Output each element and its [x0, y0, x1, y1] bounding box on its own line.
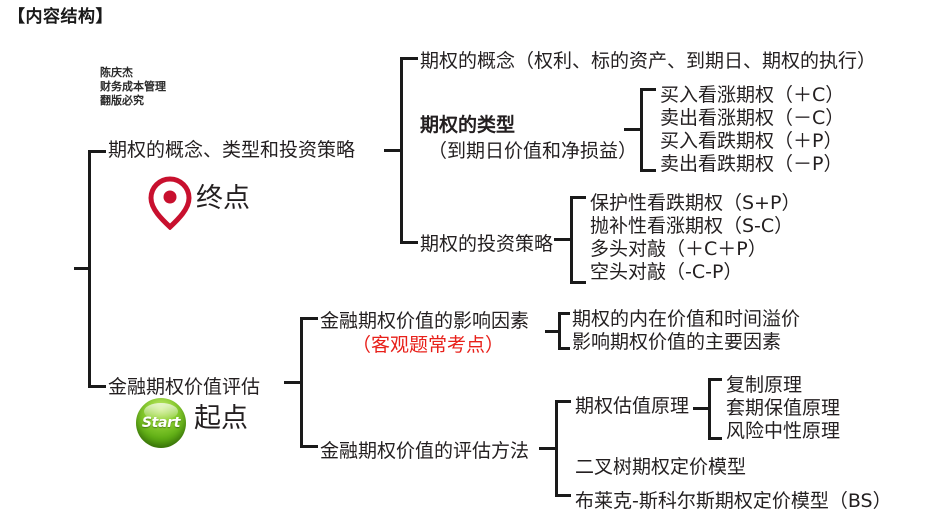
- option-types-bracket: [640, 88, 656, 172]
- list-item-valuation-method-2: 二叉树期权定价模型: [575, 456, 747, 478]
- valuation-methods-bracket-stub: [539, 447, 557, 450]
- valuation-methods-bracket: [555, 400, 571, 497]
- value-factors-bracket-stub: [545, 330, 560, 333]
- list-item-strategy-4: 空头对敲（-C-P）: [590, 261, 743, 283]
- root-bracket: [88, 150, 106, 388]
- list-item-strategy-2: 抛补性看涨期权（S-C）: [590, 215, 794, 237]
- option-strategies-bracket-stub: [554, 238, 572, 241]
- branch2-children-bracket-stub: [284, 381, 302, 384]
- node-option-types-sublabel: （到期日价值和净损益）: [428, 140, 638, 162]
- list-item-option-type-4: 卖出看跌期权（－P）: [660, 153, 843, 175]
- map-pin-icon: [148, 176, 192, 234]
- node-option-concept: 期权的概念（权利、标的资产、到期日、期权的执行）: [420, 50, 877, 72]
- node-value-factors-note: （客观题常考点）: [352, 334, 505, 356]
- valuation-principles-bracket-stub: [693, 407, 710, 410]
- list-item-value-factor-1: 期权的内在价值和时间溢价: [572, 308, 801, 330]
- start-badge-text: Start: [141, 415, 181, 431]
- list-item-option-type-1: 买入看涨期权（＋C）: [660, 84, 845, 106]
- node-option-strategies-label: 期权的投资策略: [420, 233, 554, 255]
- list-item-valuation-principle-3: 风险中性原理: [726, 420, 841, 442]
- start-marker-label: 起点: [194, 403, 248, 434]
- list-item-valuation-principle-2: 套期保值原理: [726, 397, 841, 419]
- watermark-author: 陈庆杰: [100, 66, 133, 79]
- list-item-valuation-principle-1: 复制原理: [726, 374, 803, 396]
- list-item-strategy-3: 多头对敲（＋C＋P）: [590, 238, 767, 260]
- option-strategies-bracket: [570, 196, 586, 284]
- list-item-valuation-method-1: 期权估值原理: [575, 395, 690, 417]
- watermark-subject: 财务成本管理: [100, 80, 166, 93]
- branch1-children-bracket: [400, 57, 418, 244]
- option-types-bracket-stub: [624, 128, 642, 131]
- start-badge-icon: Start: [136, 398, 186, 448]
- branch1-children-bracket-stub: [384, 149, 402, 152]
- end-marker-label: 终点: [196, 183, 250, 214]
- branch2-label: 金融期权价值评估: [108, 376, 261, 398]
- page-title: 【内容结构】: [8, 7, 113, 27]
- node-value-factors-label: 金融期权价值的影响因素: [320, 310, 530, 332]
- branch2-children-bracket: [300, 317, 318, 448]
- list-item-valuation-method-3: 布莱克-斯科尔斯期权定价模型（BS）: [575, 490, 892, 512]
- root-bracket-stub: [74, 267, 90, 270]
- valuation-principles-bracket: [708, 378, 722, 440]
- list-item-strategy-1: 保护性看跌期权（S+P）: [590, 192, 801, 214]
- list-item-value-factor-2: 影响期权价值的主要因素: [572, 331, 782, 353]
- list-item-option-type-2: 卖出看涨期权（－C）: [660, 107, 845, 129]
- watermark: 陈庆杰 财务成本管理 翻版必究: [100, 66, 166, 108]
- watermark-copyright: 翻版必究: [100, 94, 144, 107]
- node-valuation-methods-label: 金融期权价值的评估方法: [320, 440, 530, 462]
- node-option-types-label: 期权的类型: [420, 114, 516, 136]
- branch1-label: 期权的概念、类型和投资策略: [108, 139, 356, 161]
- list-item-option-type-3: 买入看跌期权（＋P）: [660, 130, 843, 152]
